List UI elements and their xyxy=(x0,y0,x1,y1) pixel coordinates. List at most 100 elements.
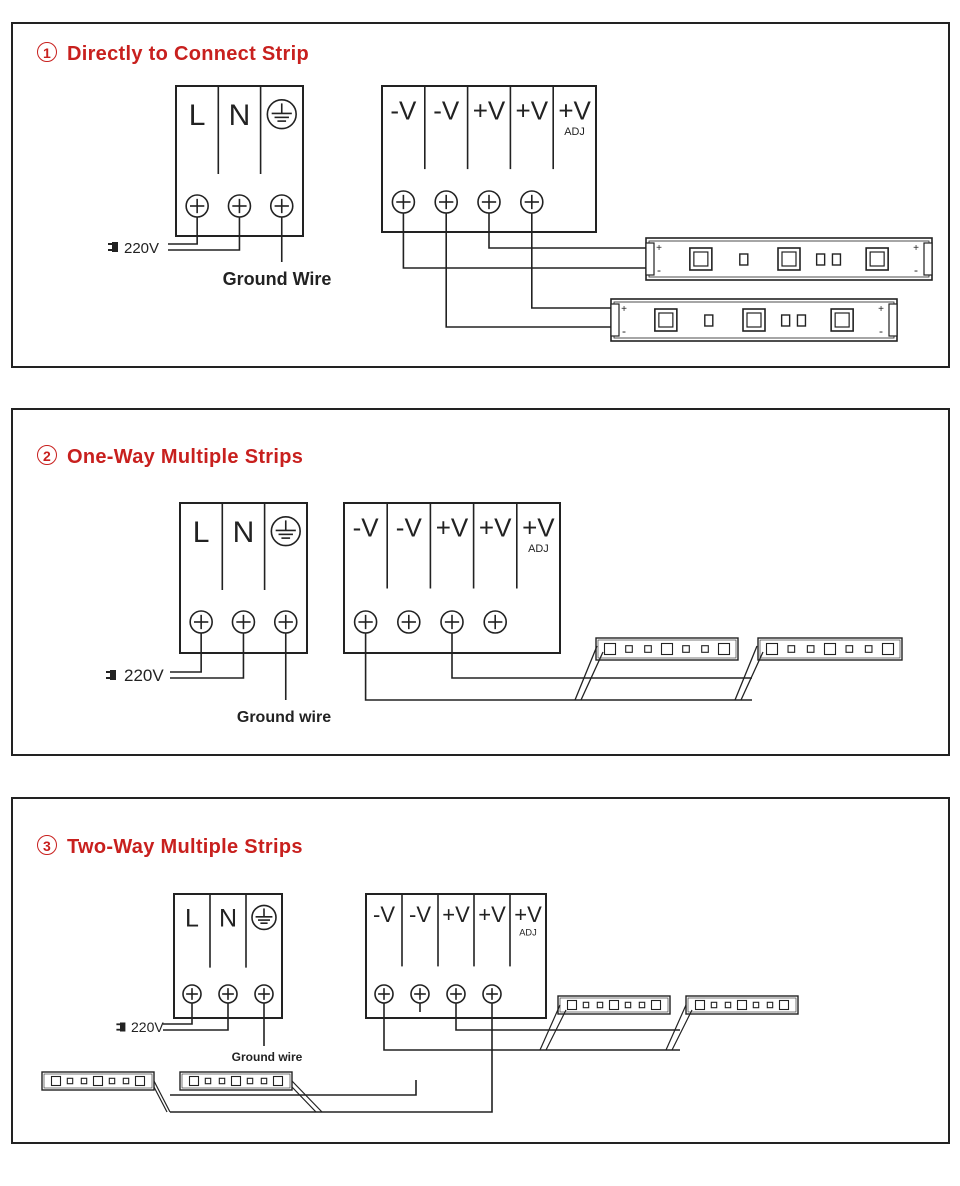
wire xyxy=(170,1080,417,1096)
screw-terminal-icon xyxy=(396,610,421,634)
screw-terminal-icon xyxy=(483,610,508,634)
led-chip xyxy=(823,642,837,656)
led-chip xyxy=(660,642,674,656)
resistor xyxy=(806,645,815,653)
supply-voltage-label: 220V xyxy=(124,666,164,685)
plus-pad-label: + xyxy=(656,243,662,254)
terminal-label: +V xyxy=(436,513,469,543)
resistor xyxy=(108,1077,116,1085)
terminal-label-l: L xyxy=(193,516,210,549)
screw-terminal-icon xyxy=(185,194,209,218)
terminal-label-n: N xyxy=(229,99,251,132)
led-strip xyxy=(179,1071,293,1091)
led-strip: +-+- xyxy=(610,298,898,342)
led-chip xyxy=(188,1075,200,1087)
led-chip xyxy=(272,1075,284,1087)
led-strip: +-+- xyxy=(645,237,933,281)
wire xyxy=(153,1080,171,1113)
adj-label: ADJ xyxy=(528,543,549,555)
screw-terminal-icon xyxy=(254,984,274,1004)
section-title: One-Way Multiple Strips xyxy=(67,446,304,468)
ground-wire-label: Ground Wire xyxy=(223,269,332,289)
wire xyxy=(383,1003,680,1051)
terminal-label: +V xyxy=(479,513,512,543)
terminal-label: -V xyxy=(390,95,417,125)
wire xyxy=(455,1003,680,1031)
led-chip xyxy=(50,1075,62,1087)
wire xyxy=(170,633,245,679)
resistor xyxy=(845,645,854,653)
wire xyxy=(153,1086,168,1113)
terminal-label: +V xyxy=(558,95,591,125)
ground-wire-label: Ground wire xyxy=(232,1050,303,1064)
screw-terminal-icon xyxy=(482,984,502,1004)
plug-icon xyxy=(116,1022,126,1032)
minus-pad-label: - xyxy=(879,324,883,338)
terminal-label-l: L xyxy=(185,904,199,932)
resistor xyxy=(260,1077,268,1085)
led-chip xyxy=(608,999,620,1011)
resistor xyxy=(796,314,807,327)
wire xyxy=(530,213,611,309)
screw-terminal-icon xyxy=(410,984,430,1004)
led-chip xyxy=(736,999,748,1011)
section-title: Directly to Connect Strip xyxy=(67,43,309,65)
resistor xyxy=(864,645,873,653)
section-number: 1 xyxy=(37,42,57,62)
screw-terminal-icon xyxy=(231,610,256,634)
wire xyxy=(740,651,764,701)
screw-terminal-icon xyxy=(440,610,464,634)
led-strip xyxy=(595,637,739,661)
wire xyxy=(451,633,752,679)
resistor xyxy=(204,1077,212,1085)
earth-ground-icon xyxy=(270,515,301,547)
resistor xyxy=(752,1001,760,1009)
led-strip xyxy=(557,995,671,1015)
screw-terminal-icon xyxy=(519,190,544,214)
wire xyxy=(291,1080,323,1113)
wire xyxy=(163,1003,229,1031)
wire xyxy=(170,1003,493,1113)
terminal-label: +V xyxy=(442,902,470,927)
wire xyxy=(163,1003,193,1025)
wire xyxy=(168,217,241,251)
terminal-label: -V xyxy=(433,95,460,125)
plus-pad-label: + xyxy=(621,304,627,315)
resistor xyxy=(66,1077,74,1085)
screw-terminal-icon xyxy=(477,190,501,214)
led-chip xyxy=(717,642,731,656)
led-chip xyxy=(778,999,790,1011)
resistor xyxy=(766,1001,774,1009)
resistor xyxy=(218,1077,226,1085)
resistor xyxy=(739,253,749,266)
plus-pad-label: + xyxy=(913,243,919,254)
supply-input: 220V xyxy=(108,240,159,257)
resistor xyxy=(644,645,652,653)
screw-terminal-icon xyxy=(189,610,213,634)
resistor xyxy=(831,253,842,266)
resistor xyxy=(625,645,633,653)
panel-title: 1 Directly to Connect Strip xyxy=(37,42,309,66)
wire xyxy=(734,645,758,701)
led-strip xyxy=(685,995,799,1015)
screw-terminal-icon xyxy=(273,610,298,634)
wire xyxy=(445,213,611,328)
resistor xyxy=(704,314,714,327)
plus-pad-label: + xyxy=(878,304,884,315)
minus-pad-label: - xyxy=(657,263,661,277)
terminal-label: -V xyxy=(396,513,423,543)
wire xyxy=(539,1004,561,1051)
resistor xyxy=(624,1001,632,1009)
led-chip xyxy=(230,1075,242,1087)
resistor xyxy=(582,1001,590,1009)
section-number: 3 xyxy=(37,835,57,855)
wire xyxy=(168,217,198,245)
wire xyxy=(580,651,604,701)
